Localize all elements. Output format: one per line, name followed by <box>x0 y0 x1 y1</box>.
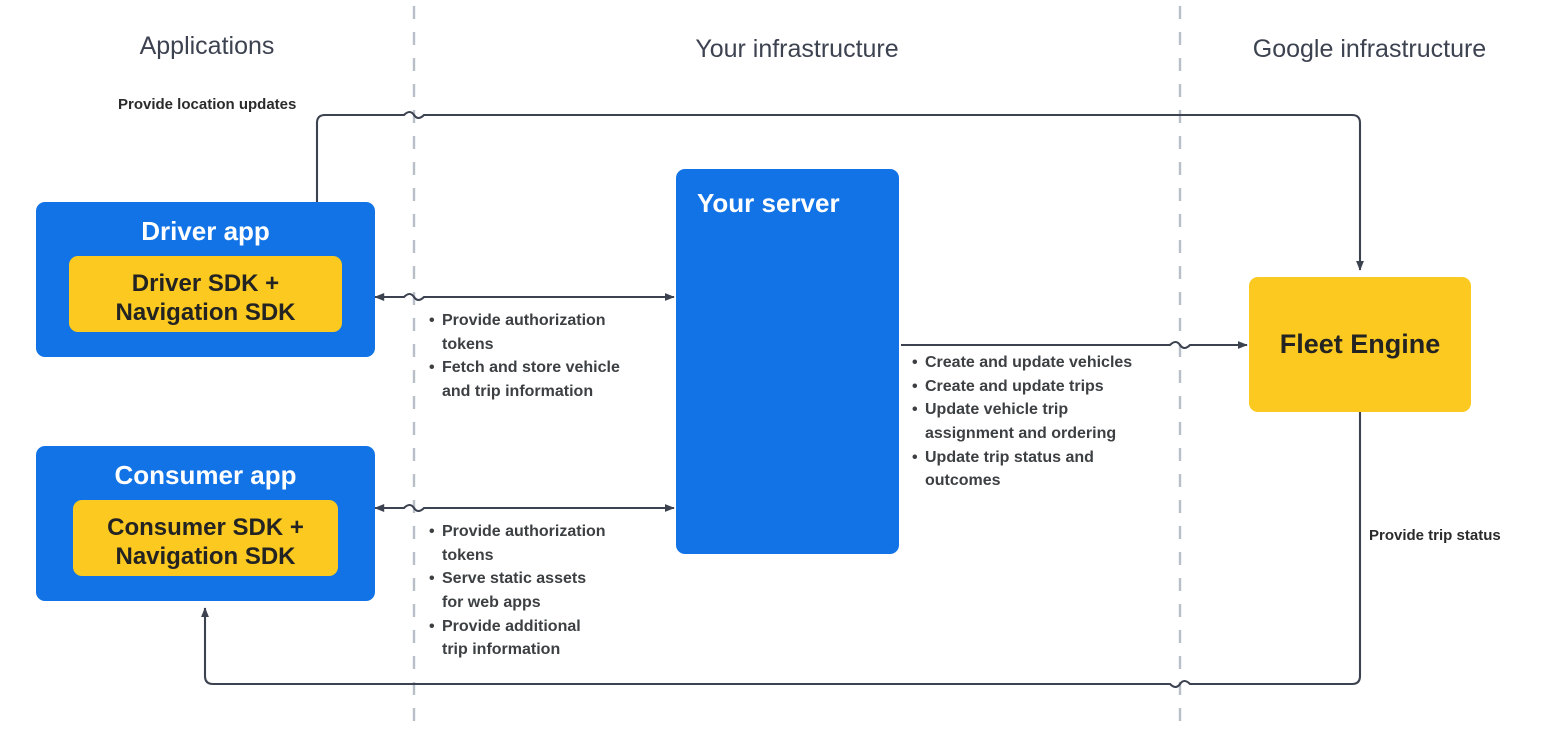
list-item-cont: tokens <box>442 335 494 353</box>
consumer-sdk-line-1: Consumer SDK + <box>107 514 304 542</box>
bullets-driver-to-server: Provide authorization tokens Fetch and s… <box>429 309 669 404</box>
node-consumer-sdk[interactable]: Consumer SDK + Navigation SDK <box>73 499 338 576</box>
column-title-google-infrastructure: Google infrastructure <box>1252 35 1487 63</box>
edge-server-fleetengine <box>901 340 1248 350</box>
list-item: Fetch and store vehicle <box>429 356 669 380</box>
edge-trip-status <box>201 412 1362 689</box>
driver-app-title: Driver app <box>141 216 270 246</box>
list-item: Provide authorization <box>429 520 669 544</box>
node-consumer-app[interactable]: Consumer app Consumer SDK + Navigation S… <box>36 446 375 601</box>
label-provide-trip-status: Provide trip status <box>1369 527 1501 544</box>
node-driver-sdk[interactable]: Driver SDK + Navigation SDK <box>69 255 342 332</box>
your-server-title: Your server <box>697 188 840 218</box>
driver-sdk-line-1: Driver SDK + <box>131 270 280 298</box>
bullets-server-to-fleet-engine: Create and update vehicles Create and up… <box>912 351 1177 493</box>
bullets-consumer-to-server: Provide authorization tokens Serve stati… <box>429 520 669 662</box>
driver-sdk-line-2: Navigation SDK <box>115 298 296 326</box>
label-provide-location-updates: Provide location updates <box>118 96 297 113</box>
column-title-applications: Applications <box>139 32 275 60</box>
list-item-cont: assignment and ordering <box>925 425 1117 443</box>
consumer-app-title: Consumer app <box>114 460 297 490</box>
list-item: Update trip status and <box>912 446 1177 470</box>
fleet-engine-title: Fleet Engine <box>1279 329 1441 359</box>
list-item: Serve static assets <box>429 567 669 591</box>
edge-location-updates <box>315 110 1364 271</box>
list-item-cont: outcomes <box>925 472 1001 490</box>
list-item: Provide authorization <box>429 309 669 333</box>
list-item: Provide additional <box>429 615 669 639</box>
node-driver-app[interactable]: Driver app Driver SDK + Navigation SDK <box>36 202 375 357</box>
edge-consumer-server <box>374 503 675 513</box>
list-item: Create and update trips <box>912 375 1177 399</box>
column-title-your-infrastructure: Your infrastructure <box>695 35 899 63</box>
list-item: Update vehicle trip <box>912 398 1177 422</box>
list-item-cont: and trip information <box>442 383 594 401</box>
node-your-server[interactable]: Your server <box>676 169 899 554</box>
edge-driver-server <box>374 292 675 302</box>
consumer-sdk-line-2: Navigation SDK <box>115 542 296 570</box>
list-item: Create and update vehicles <box>912 351 1177 375</box>
list-item-cont: tokens <box>442 546 494 564</box>
list-item-cont: for web apps <box>442 594 541 612</box>
list-item-cont: trip information <box>442 641 561 659</box>
node-fleet-engine[interactable]: Fleet Engine <box>1249 277 1471 412</box>
